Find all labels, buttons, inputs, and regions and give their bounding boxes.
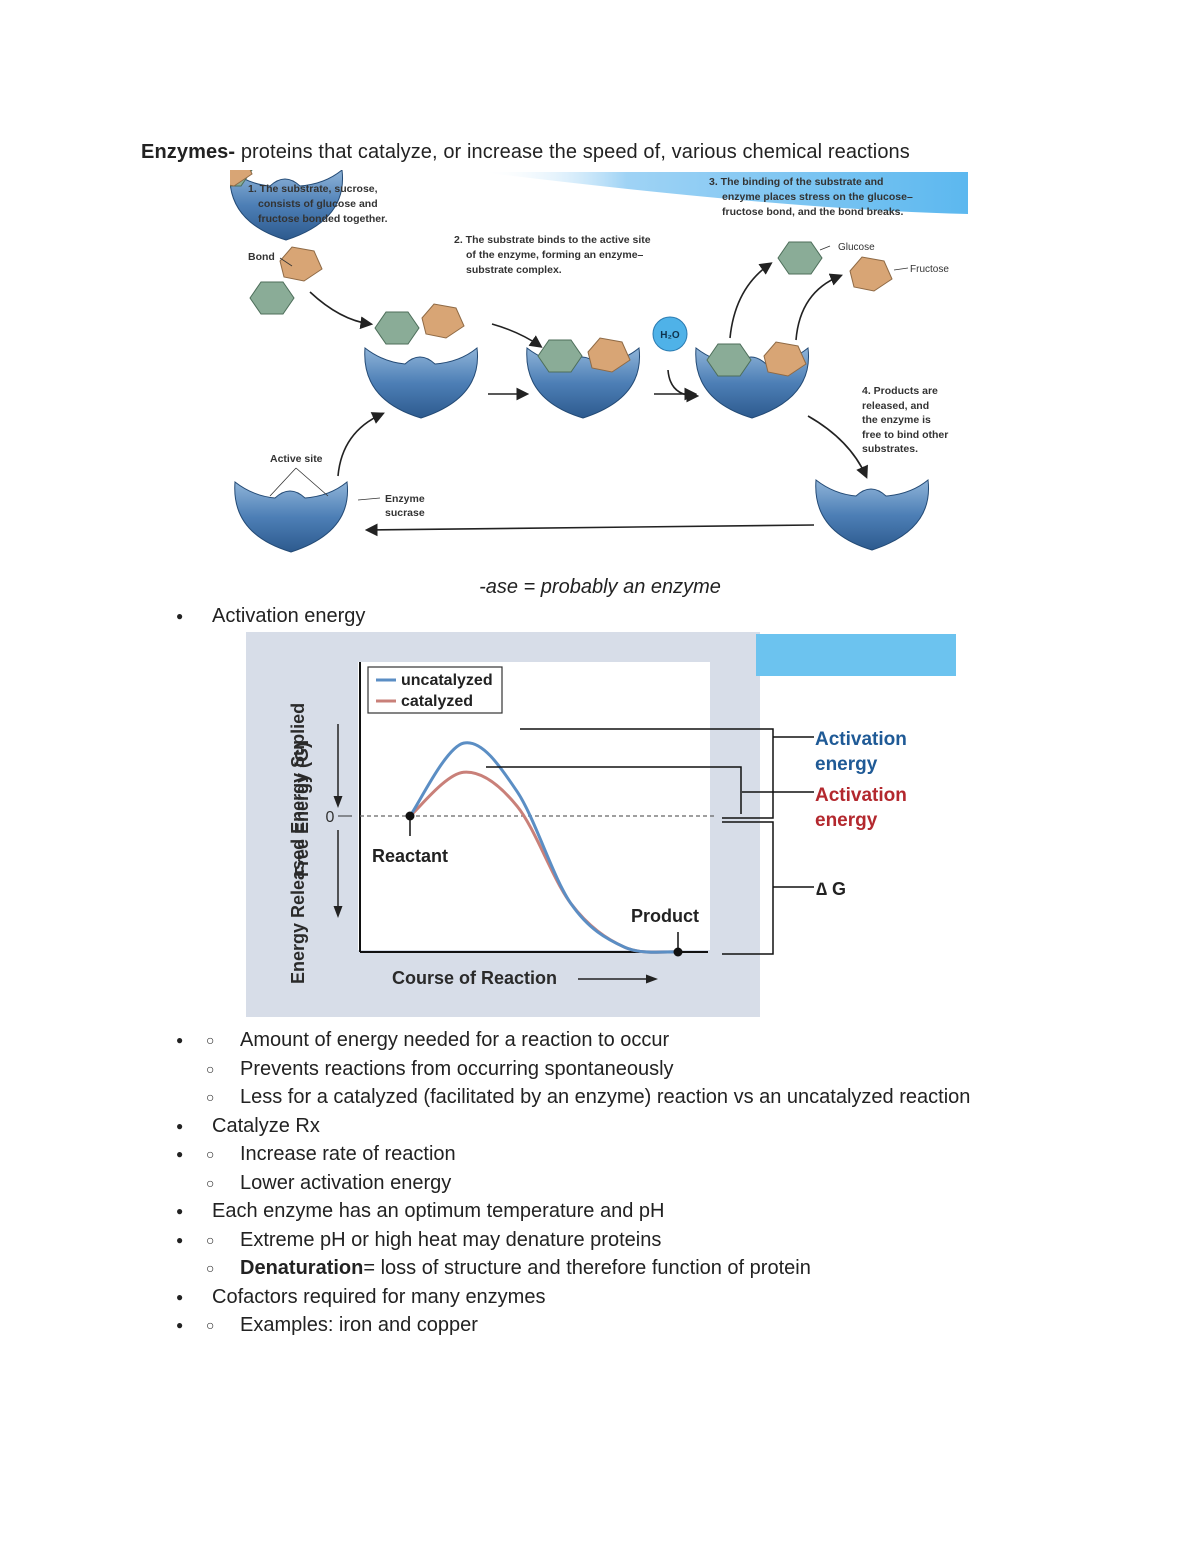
fructose-pentagon bbox=[230, 170, 253, 187]
xlabel: Course of Reaction bbox=[392, 968, 557, 988]
list-item: Cofactors required for many enzymes bbox=[170, 1283, 1030, 1312]
product-label: Product bbox=[631, 906, 699, 926]
sublist-container: Examples: iron and copper bbox=[170, 1311, 1030, 1340]
activation-sublist: Amount of energy needed for a reaction t… bbox=[170, 1026, 1030, 1112]
sublist-container: Amount of energy needed for a reaction t… bbox=[170, 1026, 1030, 1112]
activation-energy-chart: 0 Free Energy (G) Energy Released Energy… bbox=[246, 632, 956, 1017]
bond-label: Bond bbox=[248, 251, 275, 263]
list-item: Catalyze Rx bbox=[170, 1112, 1030, 1141]
sublist-container: Extreme pH or high heat may denature pro… bbox=[170, 1226, 1030, 1283]
enzyme-bowl bbox=[230, 170, 344, 241]
enzyme-bowl-5 bbox=[815, 479, 930, 551]
heading-term: Enzymes- bbox=[141, 141, 236, 163]
ylabel-1: Free Energy (G) bbox=[292, 742, 312, 877]
water-label: H₂O bbox=[660, 330, 680, 341]
decorative-band bbox=[756, 634, 956, 676]
legend-uncatalyzed: uncatalyzed bbox=[401, 672, 493, 689]
label-activation-uncatalyzed: Activation energy bbox=[815, 729, 912, 775]
heading-definition: proteins that catalyze, or increase the … bbox=[235, 141, 910, 163]
enzyme-cycle-figure: H₂O 1. The substrate, sucrose, consists … bbox=[230, 170, 968, 553]
bullet-list-2: Amount of energy needed for a reaction t… bbox=[170, 1026, 1030, 1340]
step2-text: 2. The substrate binds to the active sit… bbox=[454, 234, 654, 276]
catalyze-sublist: Increase rate of reaction Lower activati… bbox=[170, 1140, 1030, 1197]
sub-list-item: Amount of energy needed for a reaction t… bbox=[170, 1026, 1030, 1055]
enzyme-bowl-1 bbox=[364, 347, 479, 419]
enzyme-bowl-4 bbox=[234, 481, 349, 553]
label-activation-catalyzed: Activation energy bbox=[815, 785, 912, 831]
sub-list-item: Increase rate of reaction bbox=[170, 1140, 1030, 1169]
legend bbox=[367, 666, 503, 714]
step4-text: 4. Products are released, and the enzyme… bbox=[862, 385, 951, 455]
reactant-label: Reactant bbox=[372, 846, 448, 866]
sub-list-item: Denaturation= loss of structure and ther… bbox=[170, 1254, 1030, 1283]
figure-caption: -ase = probably an enzyme bbox=[479, 576, 721, 598]
bullet-list-1: Activation energy bbox=[170, 602, 1030, 631]
list-item: Activation energy bbox=[170, 602, 1030, 631]
decorative-band bbox=[480, 172, 968, 214]
sub-list-item: Prevents reactions from occurring sponta… bbox=[170, 1055, 1030, 1084]
sub-list-item: Lower activation energy bbox=[170, 1169, 1030, 1198]
sub-list-item: Examples: iron and copper bbox=[170, 1311, 1030, 1340]
bracket-lines bbox=[486, 728, 814, 955]
list-item: Each enzyme has an optimum temperature a… bbox=[170, 1197, 1030, 1226]
sublist-container: Increase rate of reaction Lower activati… bbox=[170, 1140, 1030, 1197]
label-delta-g: ∆ G bbox=[816, 879, 846, 899]
step3-text: 3. The binding of the substrate and enzy… bbox=[709, 176, 916, 218]
glucose-label: Glucose bbox=[838, 242, 875, 253]
ytick-0: 0 bbox=[326, 809, 335, 826]
ylabel-2: Energy Released Energy Suplied bbox=[288, 703, 308, 984]
series-line-uncatalyzed bbox=[408, 741, 679, 954]
sub-list-item: Less for a catalyzed (facilitated by an … bbox=[170, 1083, 1030, 1112]
enzyme-label: Enzyme sucrase bbox=[385, 493, 428, 519]
step1-text: 1. The substrate, sucrose, consists of g… bbox=[248, 183, 388, 225]
sub-list-item: Extreme pH or high heat may denature pro… bbox=[170, 1226, 1030, 1255]
legend-catalyzed: catalyzed bbox=[401, 693, 473, 710]
cofactors-sublist: Examples: iron and copper bbox=[170, 1311, 1030, 1340]
optimum-sublist: Extreme pH or high heat may denature pro… bbox=[170, 1226, 1030, 1283]
active-site-label: Active site bbox=[270, 453, 323, 465]
cycle-arrows bbox=[309, 262, 868, 537]
fructose-label: Fructose bbox=[910, 264, 949, 275]
denaturation-term: Denaturation bbox=[240, 1257, 364, 1279]
heading: Enzymes- proteins that catalyze, or incr… bbox=[141, 141, 910, 164]
chart-series bbox=[408, 741, 679, 954]
